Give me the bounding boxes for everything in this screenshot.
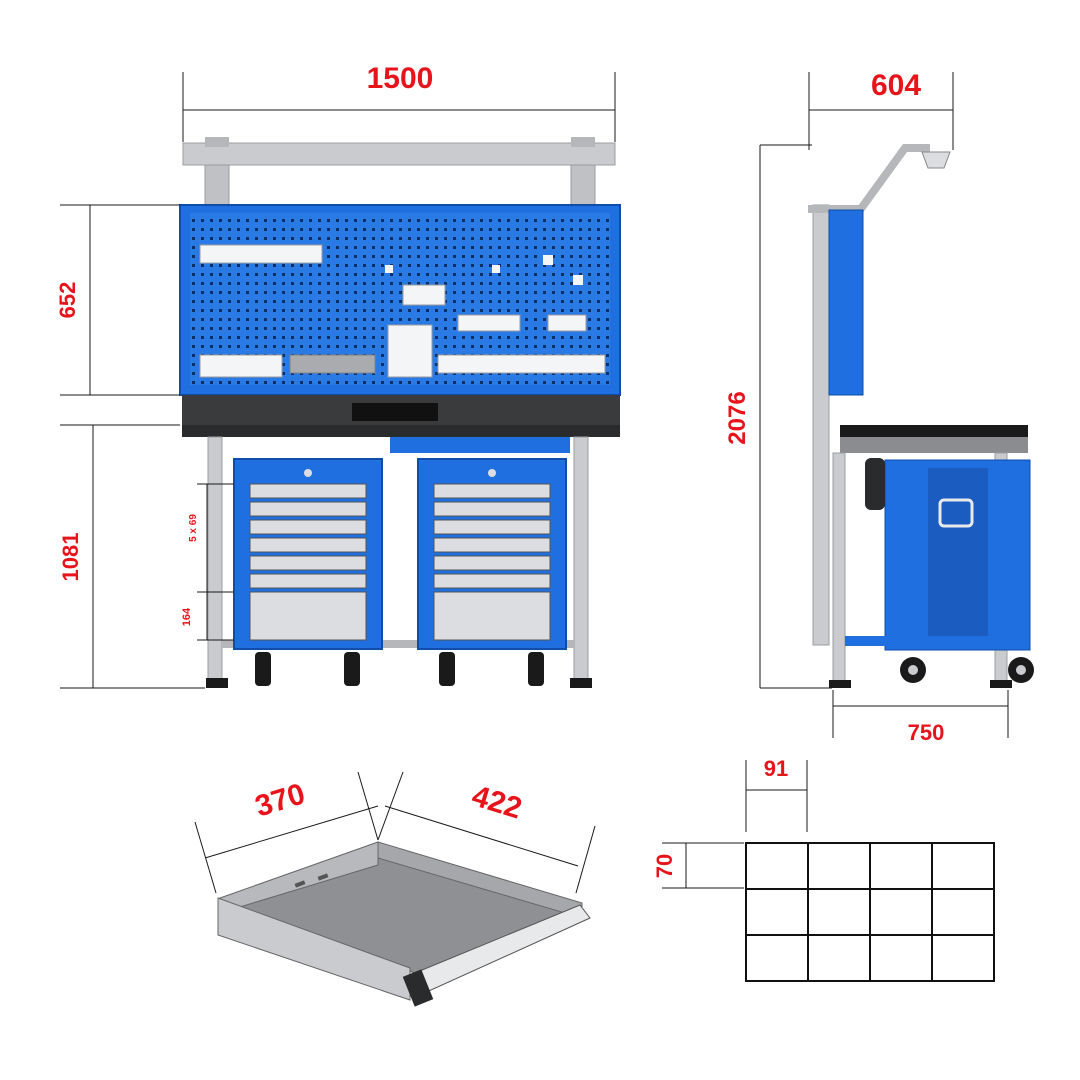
bench-height-label: 1081	[58, 533, 83, 582]
holder-accessory	[387, 324, 433, 378]
cabinet-right	[417, 458, 567, 686]
side-dimension-lines	[759, 72, 1009, 738]
grid-cell	[807, 934, 871, 982]
grid-cell	[745, 888, 809, 936]
lamp-head	[921, 151, 951, 169]
side-cabinet-panel	[928, 468, 988, 638]
side-top-cap	[808, 205, 863, 213]
side-view: 604 2076 750	[724, 69, 1034, 745]
foot-right	[570, 678, 592, 688]
grid-cell	[869, 888, 933, 936]
hook-accessory-4	[573, 275, 583, 285]
cell-height-label: 70	[652, 854, 677, 878]
pegboard-height-label: 652	[55, 282, 80, 319]
grid-cell	[931, 934, 995, 982]
small-shelf-accessory	[547, 314, 587, 332]
grid-cell	[869, 934, 933, 982]
side-roll-holder	[865, 458, 885, 510]
light-bar-cap-left	[205, 137, 229, 147]
side-depth-label: 750	[908, 720, 945, 745]
shelf-accessory	[199, 244, 323, 264]
grid-cell	[807, 842, 871, 890]
bin-accessory	[199, 354, 283, 378]
shelf-accessory-2	[457, 314, 521, 332]
light-bar-cap-right	[571, 137, 595, 147]
light-post-right	[570, 164, 596, 208]
bottom-shelf	[222, 640, 574, 648]
drawer-handle-end	[402, 969, 434, 1007]
drawer-insert-grid: 91 70	[652, 756, 995, 982]
grid-cell	[869, 842, 933, 890]
side-worktop-frame	[840, 437, 1028, 453]
side-leg-front	[832, 452, 846, 684]
front-width-label: 1500	[367, 62, 434, 95]
side-depth-top-label: 604	[871, 69, 921, 102]
side-bottom-shelf	[845, 636, 1005, 646]
tray-accessory	[289, 354, 376, 374]
side-upright	[812, 204, 830, 646]
drawer-large-height-label: 164	[181, 607, 193, 626]
side-foot-front	[829, 680, 851, 688]
lamp-arm	[856, 144, 930, 213]
side-worktop	[840, 425, 1028, 437]
drawer-side-panel	[217, 897, 411, 1001]
front-dimension-lines	[60, 72, 616, 689]
drawer-width-label: 370	[251, 777, 309, 823]
front-rail	[390, 437, 570, 453]
grid-cell	[931, 842, 995, 890]
drawer-depth-label: 422	[468, 779, 526, 825]
grid-cell	[745, 934, 809, 982]
grid-cell	[745, 842, 809, 890]
side-foot-back	[990, 680, 1012, 688]
long-tray-accessory	[437, 354, 606, 374]
leg-left	[207, 436, 223, 683]
hook-accessory-2	[492, 265, 500, 273]
cell-width-label: 91	[764, 756, 788, 781]
grid-dimension-lines	[662, 760, 808, 889]
grid-cell	[807, 888, 871, 936]
light-post-left	[204, 164, 230, 208]
side-pegboard	[828, 209, 864, 396]
cabinet-left	[233, 458, 383, 686]
leg-right	[573, 436, 589, 683]
front-view: 1500 652 1081 5 x 69 164	[55, 62, 621, 689]
side-handle	[938, 498, 974, 528]
box-accessory	[402, 284, 446, 306]
total-height-label: 2076	[724, 391, 751, 444]
foot-left	[206, 678, 228, 688]
drawer-perspective: 370 422	[194, 771, 596, 1007]
light-bar	[182, 142, 616, 166]
socket-strip	[352, 403, 438, 421]
drawer-small-height-label: 5 x 69	[188, 514, 199, 542]
drawer-dimension-lines	[194, 771, 596, 894]
worktop-frame	[182, 425, 620, 437]
hook-accessory	[385, 265, 393, 273]
grid-cell	[931, 888, 995, 936]
hook-accessory-3	[543, 255, 553, 265]
